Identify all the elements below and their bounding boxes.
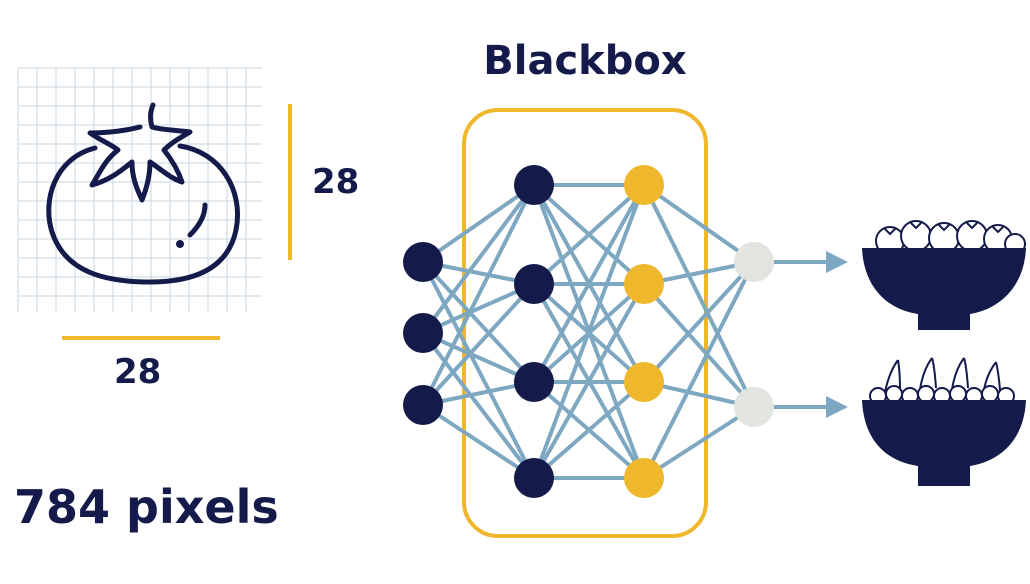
network-edge — [421, 184, 536, 406]
network-edge — [642, 260, 756, 384]
hidden-node-layer2 — [624, 165, 664, 205]
hidden-node-layer1 — [514, 362, 554, 402]
bowl-of-cherries-icon — [862, 357, 1026, 486]
width-label: 28 — [114, 352, 162, 392]
network-edge — [421, 282, 536, 407]
network-edge — [421, 183, 536, 264]
hidden-node-layer2 — [624, 362, 664, 402]
network-edge — [642, 183, 756, 264]
output-node — [734, 387, 774, 427]
network-edge — [532, 184, 646, 383]
network-edge — [421, 260, 536, 384]
network-edge — [532, 380, 646, 480]
hidden-node-layer2 — [624, 264, 664, 304]
network-edge — [422, 331, 535, 384]
output-arrows — [774, 251, 848, 418]
hidden-node-layer2 — [624, 458, 664, 498]
input-node — [403, 242, 443, 282]
network-edge — [421, 183, 536, 335]
hidden-node-layer1 — [514, 458, 554, 498]
network-edge — [422, 282, 535, 335]
input-node — [403, 385, 443, 425]
network-edge — [421, 403, 536, 480]
output-node — [734, 242, 774, 282]
network-edge — [532, 283, 646, 479]
network-edge — [421, 331, 536, 480]
pixel-grid — [17, 67, 262, 312]
network-edges — [421, 183, 756, 480]
arrow-tomatoes-head — [826, 251, 848, 273]
network-edge — [421, 261, 536, 479]
network-edge — [642, 405, 756, 480]
height-label: 28 — [312, 162, 360, 202]
arrow-cherries-head — [826, 396, 848, 418]
hidden-node-layer1 — [514, 264, 554, 304]
pixel-count-label: 784 pixels — [14, 480, 279, 534]
network-edge — [532, 184, 646, 479]
network-nodes — [403, 165, 774, 498]
network-edge — [642, 184, 756, 408]
network-edge — [642, 261, 756, 479]
input-node — [403, 313, 443, 353]
diagram-title: Blackbox — [483, 38, 687, 84]
tomato-icon — [46, 102, 240, 285]
network-edge — [532, 183, 646, 286]
hidden-node-layer1 — [514, 165, 554, 205]
network-edge — [642, 282, 756, 409]
bowl-of-tomatoes-icon — [862, 220, 1026, 330]
